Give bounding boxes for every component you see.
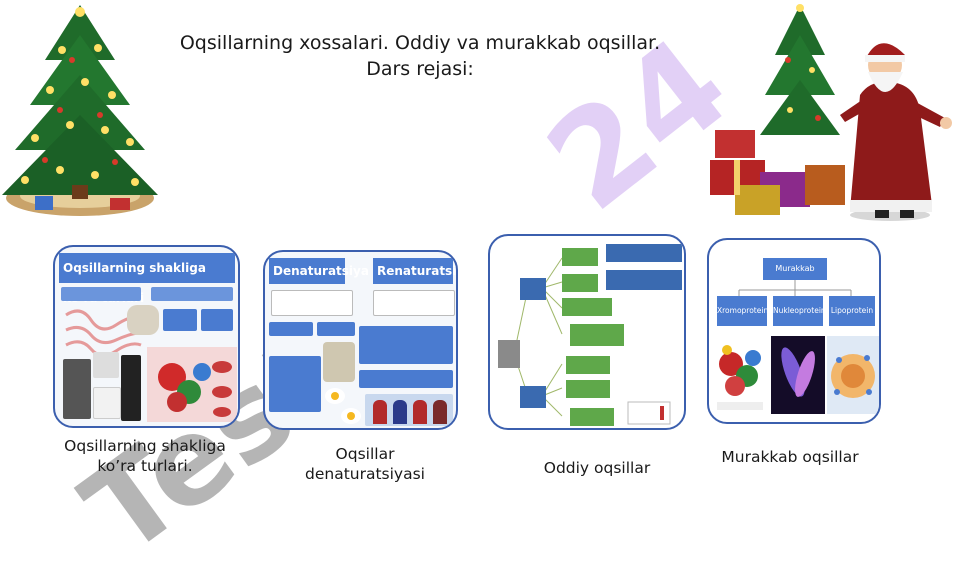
card-subheading: Xromoprotein: [717, 296, 768, 326]
card-protein-shapes[interactable]: Oqsillarning shakliga ko’ra turlari: [53, 245, 240, 428]
caption-line: Oqsillarning shakliga: [64, 437, 226, 455]
caption-line: Oqsillar: [335, 445, 395, 463]
card-heading-right: Renaturatsiya: [373, 258, 456, 284]
card-subheading: Lipoprotein: [829, 296, 875, 326]
santa-claus-icon: [710, 4, 952, 221]
caption-line: denaturatsiyasi: [305, 465, 425, 483]
christmas-tree-icon: [2, 5, 158, 216]
card-subheading: Nukleoprotein: [773, 296, 826, 326]
card-caption: Murakkab oqsillar: [690, 447, 890, 467]
caption-line: Murakkab oqsillar: [721, 448, 859, 466]
slide-title: Oqsillarning xossalari. Oddiy va murakka…: [100, 30, 740, 82]
card-heading-left: Denaturatsiya: [269, 258, 369, 284]
card-denaturation[interactable]: Denaturatsiya Renaturatsiya: [263, 250, 458, 430]
slide-title-line2: Dars rejasi:: [366, 58, 474, 80]
card-caption: Oqsillarning shakliga ko’ra turlari.: [45, 436, 245, 476]
card-caption: Oqsillar denaturatsiyasi: [270, 444, 460, 484]
card-caption: Oddiy oqsillar: [497, 458, 697, 478]
caption-line: ko’ra turlari.: [97, 457, 193, 475]
card-complex-proteins[interactable]: Murakkab oqsillar Xromoprotein Nukleopro…: [707, 238, 881, 424]
caption-line: Oddiy oqsillar: [543, 459, 651, 477]
slide-title-line1: Oqsillarning xossalari. Oddiy va murakka…: [179, 32, 661, 54]
card-simple-proteins[interactable]: [488, 234, 686, 430]
card-heading: Oqsillarning shakliga ko’ra turlari: [59, 253, 235, 305]
